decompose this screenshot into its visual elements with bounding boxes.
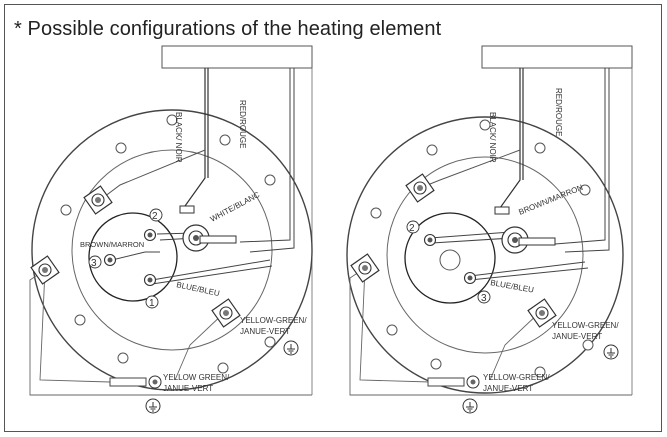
left-label-brown: BROWN/MARRON — [80, 240, 144, 249]
page-title: * Possible configurations of the heating… — [14, 18, 442, 40]
left-terminal-3: 3 — [91, 258, 97, 269]
left-terminal-1: 1 — [149, 298, 155, 309]
right-terminal-3: 3 — [481, 293, 487, 304]
right-label-red: RED/ROUGE — [554, 88, 563, 136]
left-diagram: BLACK/ NOIR RED/ROUGE WHITE/BLANC BROWN/… — [29, 45, 313, 414]
left-label-ground-bottom-1: YELLOW GREEN/ — [163, 373, 230, 382]
right-label-ground-bottom-2: JANUE-VERT — [483, 384, 533, 393]
left-label-ground-right-2: JANUE-VERT — [240, 327, 290, 336]
right-terminal-2: 2 — [409, 223, 415, 234]
right-diagram: BLACK/ NOIR RED/ROUGE BROWN/MARRON BLUE/… — [346, 45, 633, 414]
right-label-ground-right-2: JANUE-VERT — [552, 332, 602, 341]
left-label-ground-right-1: YELLOW-GREEN/ — [240, 316, 307, 325]
right-label-ground-right-1: YELLOW-GREEN/ — [552, 321, 619, 330]
left-label-black: BLACK/ NOIR — [174, 112, 183, 163]
left-terminal-2: 2 — [152, 211, 158, 222]
left-label-ground-bottom-2: JANUE-VERT — [163, 384, 213, 393]
left-label-red: RED/ROUGE — [238, 100, 247, 148]
right-label-black: BLACK/ NOIR — [488, 112, 497, 163]
right-label-ground-bottom-1: YELLOW-GREEN/ — [483, 373, 550, 382]
